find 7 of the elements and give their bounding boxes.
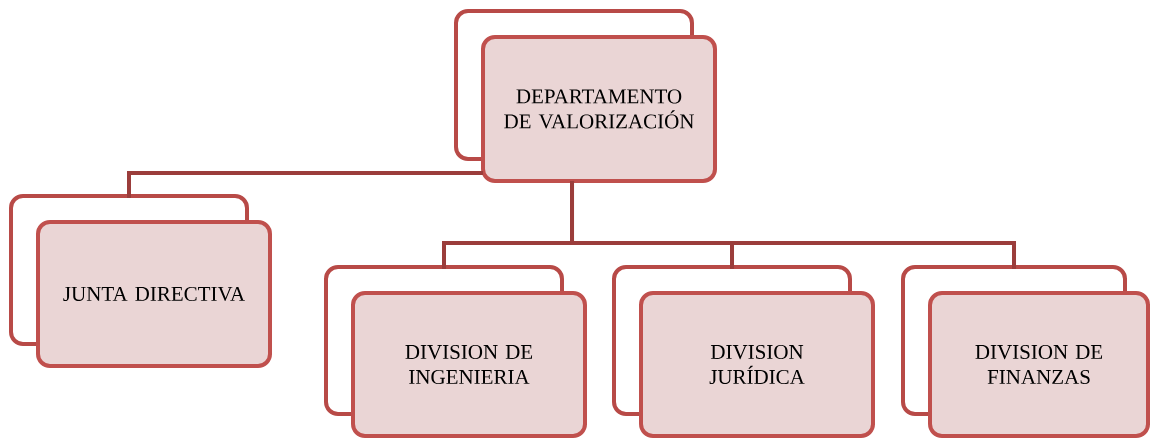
org-chart-box: DEPARTAMENTO DE VALORIZACIÓN [481, 35, 717, 183]
connector-line [127, 171, 483, 198]
connector-line [570, 181, 1016, 269]
org-chart-box: DIVISION JURÍDICA [639, 291, 875, 438]
org-chart-box: DIVISION DE INGENIERIA [351, 291, 587, 438]
org-chart-box: DIVISION DE FINANZAS [928, 291, 1150, 438]
org-chart-box: JUNTA DIRECTIVA [36, 220, 272, 368]
